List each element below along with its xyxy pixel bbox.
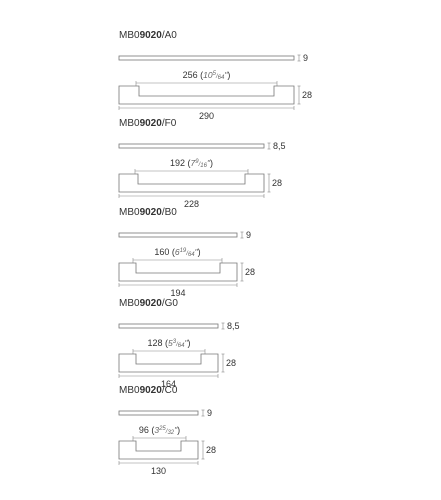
handle-c0: MB09020/C0 9 96 (325/32") 28 130 [118,385,216,476]
thickness-label: 8,5 [227,321,240,331]
product-code: MB09020/F0 [119,118,177,129]
hole-distance-label: 96 (325/32") [139,425,180,436]
length-label: 194 [170,288,185,298]
hole-distance-label: 128 (53/64") [148,338,191,349]
handle-a0: MB09020/A0 9 256 (105/64") 28 290 [118,30,312,121]
front-view-handle [118,262,238,282]
height-label: 28 [226,358,236,368]
length-label: 228 [184,199,199,209]
thickness-label: 9 [207,408,212,418]
length-label: 164 [161,379,176,389]
length-label: 130 [151,466,166,476]
hole-distance-label: 192 (79/16") [170,158,213,169]
front-view-handle [118,85,295,105]
height-label: 28 [245,267,255,277]
product-code: MB09020/B0 [119,207,177,218]
thickness-label: 9 [303,53,308,63]
front-view-handle [118,353,219,373]
handle-g0: MB09020/G0 8,5 128 (53/64") 28 164 [118,298,240,389]
thickness-label: 9 [246,230,251,240]
front-view-handle [118,173,265,193]
height-label: 28 [272,178,282,188]
product-code: MB09020/A0 [119,30,177,41]
top-view-bar [118,323,219,329]
handle-b0: MB09020/B0 9 160 (619/64") 28 194 [118,207,255,298]
height-label: 28 [302,90,312,100]
top-view-bar [118,55,295,61]
front-view-handle [118,440,199,460]
top-view-bar [118,410,199,416]
handle-f0: MB09020/F0 8,5 192 (79/16") 28 228 [118,118,286,209]
height-label: 28 [206,445,216,455]
length-label: 290 [199,111,214,121]
thickness-label: 8,5 [273,141,286,151]
product-code: MB09020/C0 [119,385,178,396]
top-view-bar [118,143,265,149]
hole-distance-label: 256 (105/64") [183,70,231,81]
hole-distance-label: 160 (619/64") [154,247,200,258]
top-view-bar [118,232,238,238]
product-code: MB09020/G0 [119,298,178,309]
